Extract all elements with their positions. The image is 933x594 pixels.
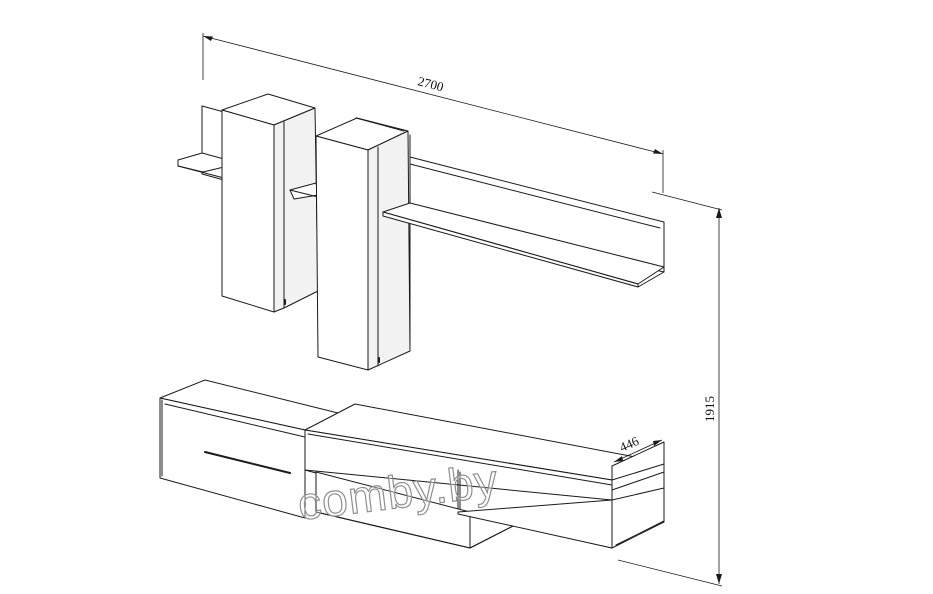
tv-cabinet-drawers <box>315 471 613 549</box>
long-wall-shelf <box>382 156 665 288</box>
middle-tall-cabinet <box>315 117 411 371</box>
depth-dimension: 446 <box>613 433 663 463</box>
left-low-cabinet <box>159 379 343 519</box>
right-end-shelf <box>611 441 665 549</box>
width-dimension-label: 2700 <box>416 73 445 94</box>
depth-dimension-label: 446 <box>617 433 641 455</box>
width-dimension: 2700 <box>202 33 664 193</box>
height-dimension: 1915 <box>617 191 723 587</box>
height-dimension-label: 1915 <box>702 396 717 422</box>
left-tall-cabinet <box>221 93 319 313</box>
left-wall-shelf <box>177 105 225 181</box>
